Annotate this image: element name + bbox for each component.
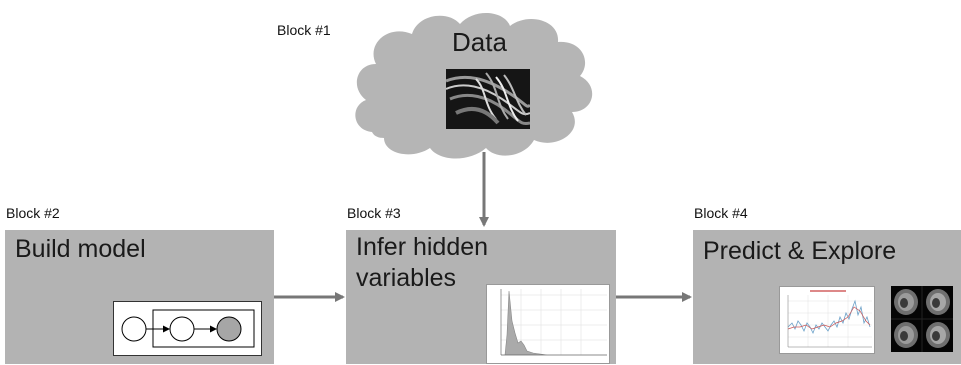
build-model-box: Build model — [5, 230, 274, 364]
block-1-label: Block #1 — [277, 22, 331, 38]
block-3-label: Block #3 — [347, 205, 401, 221]
block-2-label: Block #2 — [6, 205, 60, 221]
predict-explore-title: Predict & Explore — [703, 237, 897, 265]
graphical-model-icon — [113, 301, 262, 356]
predict-explore-box: Predict & Explore — [693, 230, 961, 364]
infer-hidden-variables-title: Infer hidden variables — [356, 233, 489, 292]
data-title: Data — [452, 27, 507, 57]
brain-scans-icon — [891, 286, 953, 352]
block-4-label: Block #4 — [694, 205, 748, 221]
fiber-tract-photo-icon — [446, 69, 530, 129]
time-series-plot-icon — [779, 286, 875, 354]
build-model-title: Build model — [15, 235, 146, 263]
density-plot-icon — [486, 284, 610, 364]
infer-hidden-variables-box: Infer hidden variables — [346, 230, 616, 364]
